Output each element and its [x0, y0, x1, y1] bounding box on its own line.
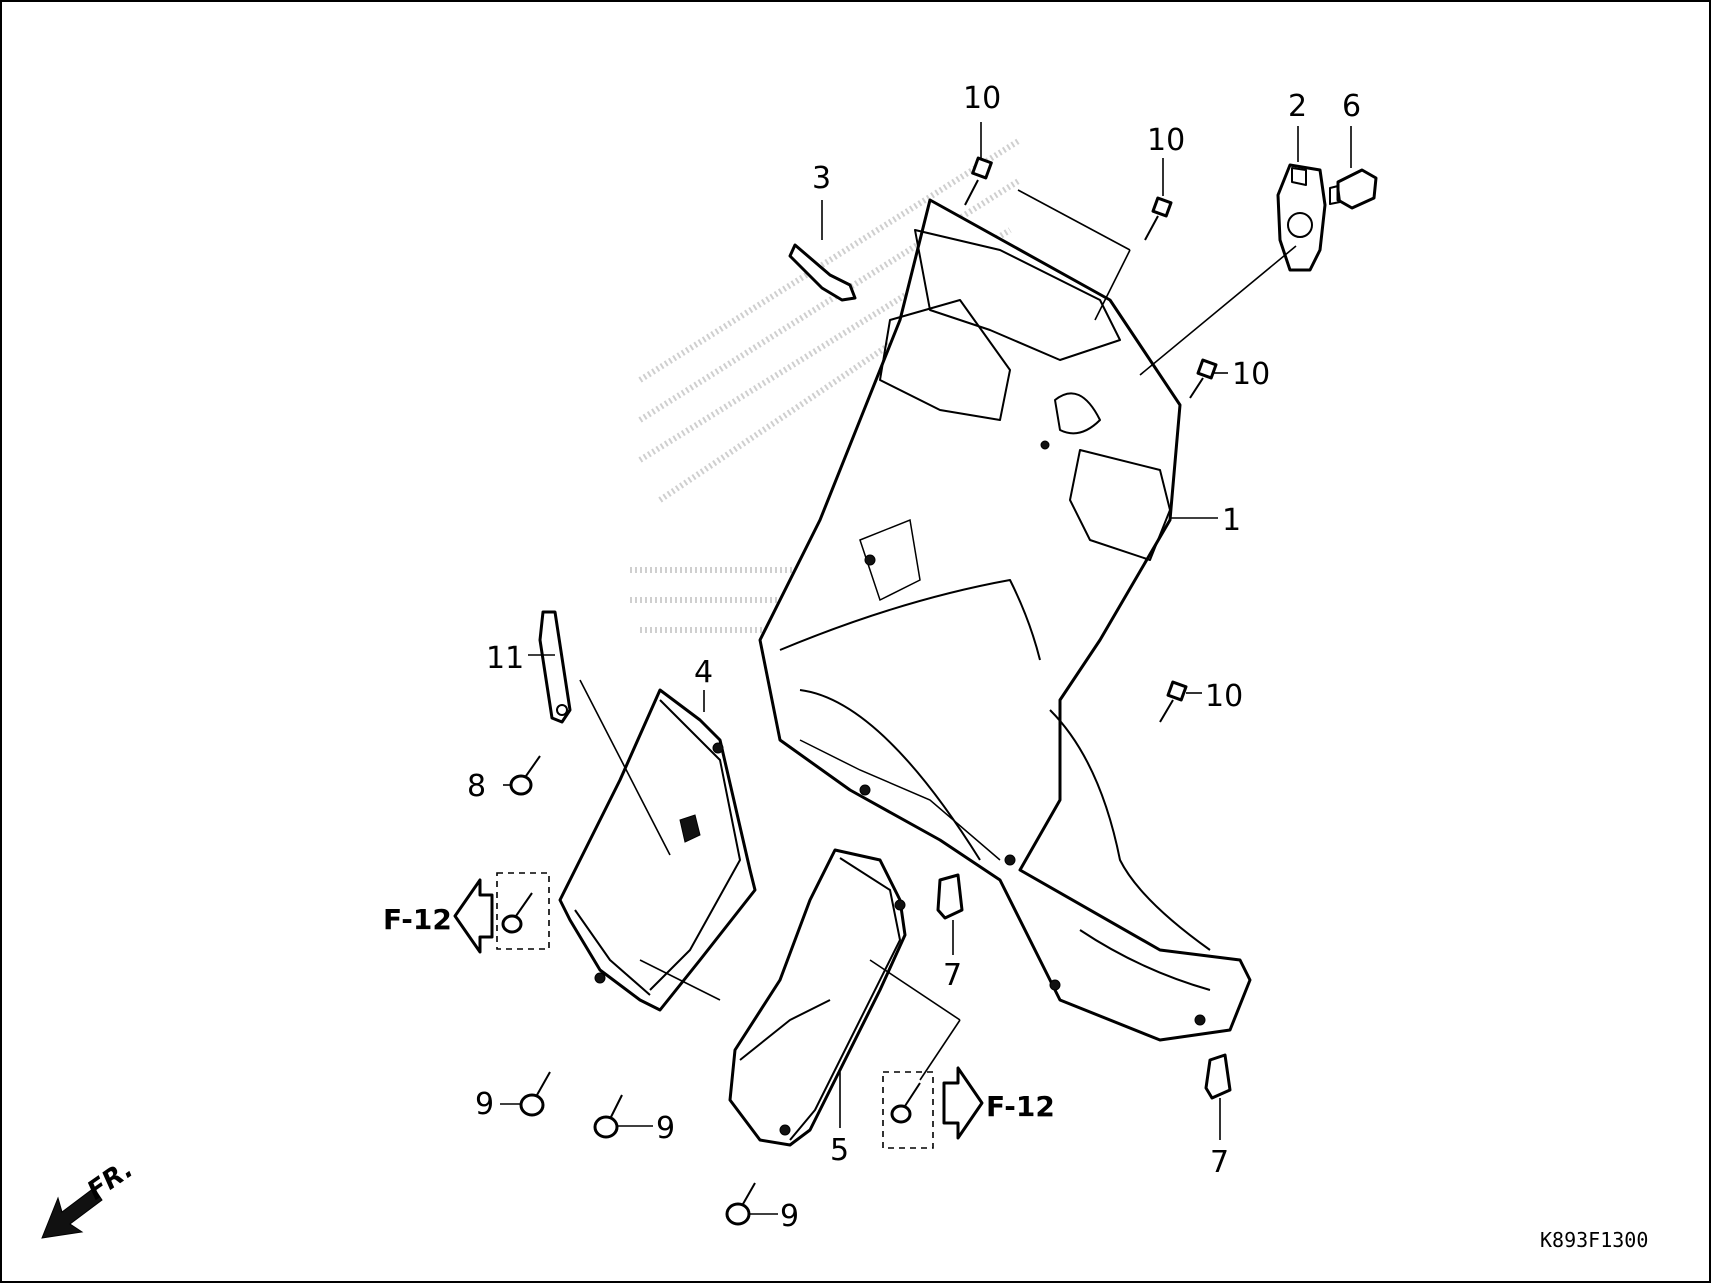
bracket-part [1276, 163, 1327, 272]
callout-5: 5 [830, 1133, 849, 1168]
callout-10-right: 10 [1232, 357, 1270, 392]
screw-part-9-bottom [725, 1182, 756, 1226]
callout-7-b: 7 [1210, 1145, 1229, 1180]
callout-10-mid: 10 [1147, 123, 1185, 158]
callout-10-top: 10 [963, 81, 1001, 116]
callout-8: 8 [467, 769, 486, 804]
screw-ref-box-right [882, 1071, 934, 1149]
callout-10-lower: 10 [1205, 679, 1243, 714]
callout-7-a: 7 [943, 958, 962, 993]
callout-6: 6 [1342, 89, 1361, 124]
clip-part [788, 243, 857, 302]
inner-cover-main-part [758, 198, 1252, 1042]
diagram-code: K893F1300 [1540, 1228, 1648, 1252]
callout-9-mid: 9 [656, 1111, 675, 1146]
screw-part-8 [509, 755, 541, 796]
screw-part-10-mid [1144, 196, 1173, 241]
ref-arrow-right [942, 1066, 984, 1140]
strip-bracket-part [538, 610, 572, 724]
ref-label-left: F-12 [383, 903, 452, 936]
bolt-part [1329, 168, 1378, 210]
callout-2: 2 [1288, 89, 1307, 124]
ref-label-right: F-12 [986, 1090, 1055, 1123]
screw-part-9-mid [593, 1094, 623, 1139]
screw-part-9-left [519, 1071, 551, 1117]
leader-lines [500, 122, 1352, 1215]
callout-9-left: 9 [475, 1087, 494, 1122]
callout-11: 11 [486, 641, 524, 676]
callout-3: 3 [812, 161, 831, 196]
callout-4: 4 [694, 655, 713, 690]
speed-clip-part-a [936, 873, 964, 920]
callout-1: 1 [1222, 503, 1241, 538]
ref-arrow-left [453, 878, 494, 954]
callout-9-bottom: 9 [780, 1199, 799, 1234]
screw-part-10-top [964, 156, 993, 206]
right-lower-cover-part [728, 848, 907, 1147]
front-direction-arrow [41, 1187, 103, 1239]
screw-part-10-lower [1159, 680, 1188, 723]
screw-ref-box-left [496, 872, 550, 950]
left-lower-cover-part [558, 688, 757, 1012]
speed-clip-part-b [1204, 1053, 1232, 1100]
screw-part-10-right [1189, 358, 1218, 399]
